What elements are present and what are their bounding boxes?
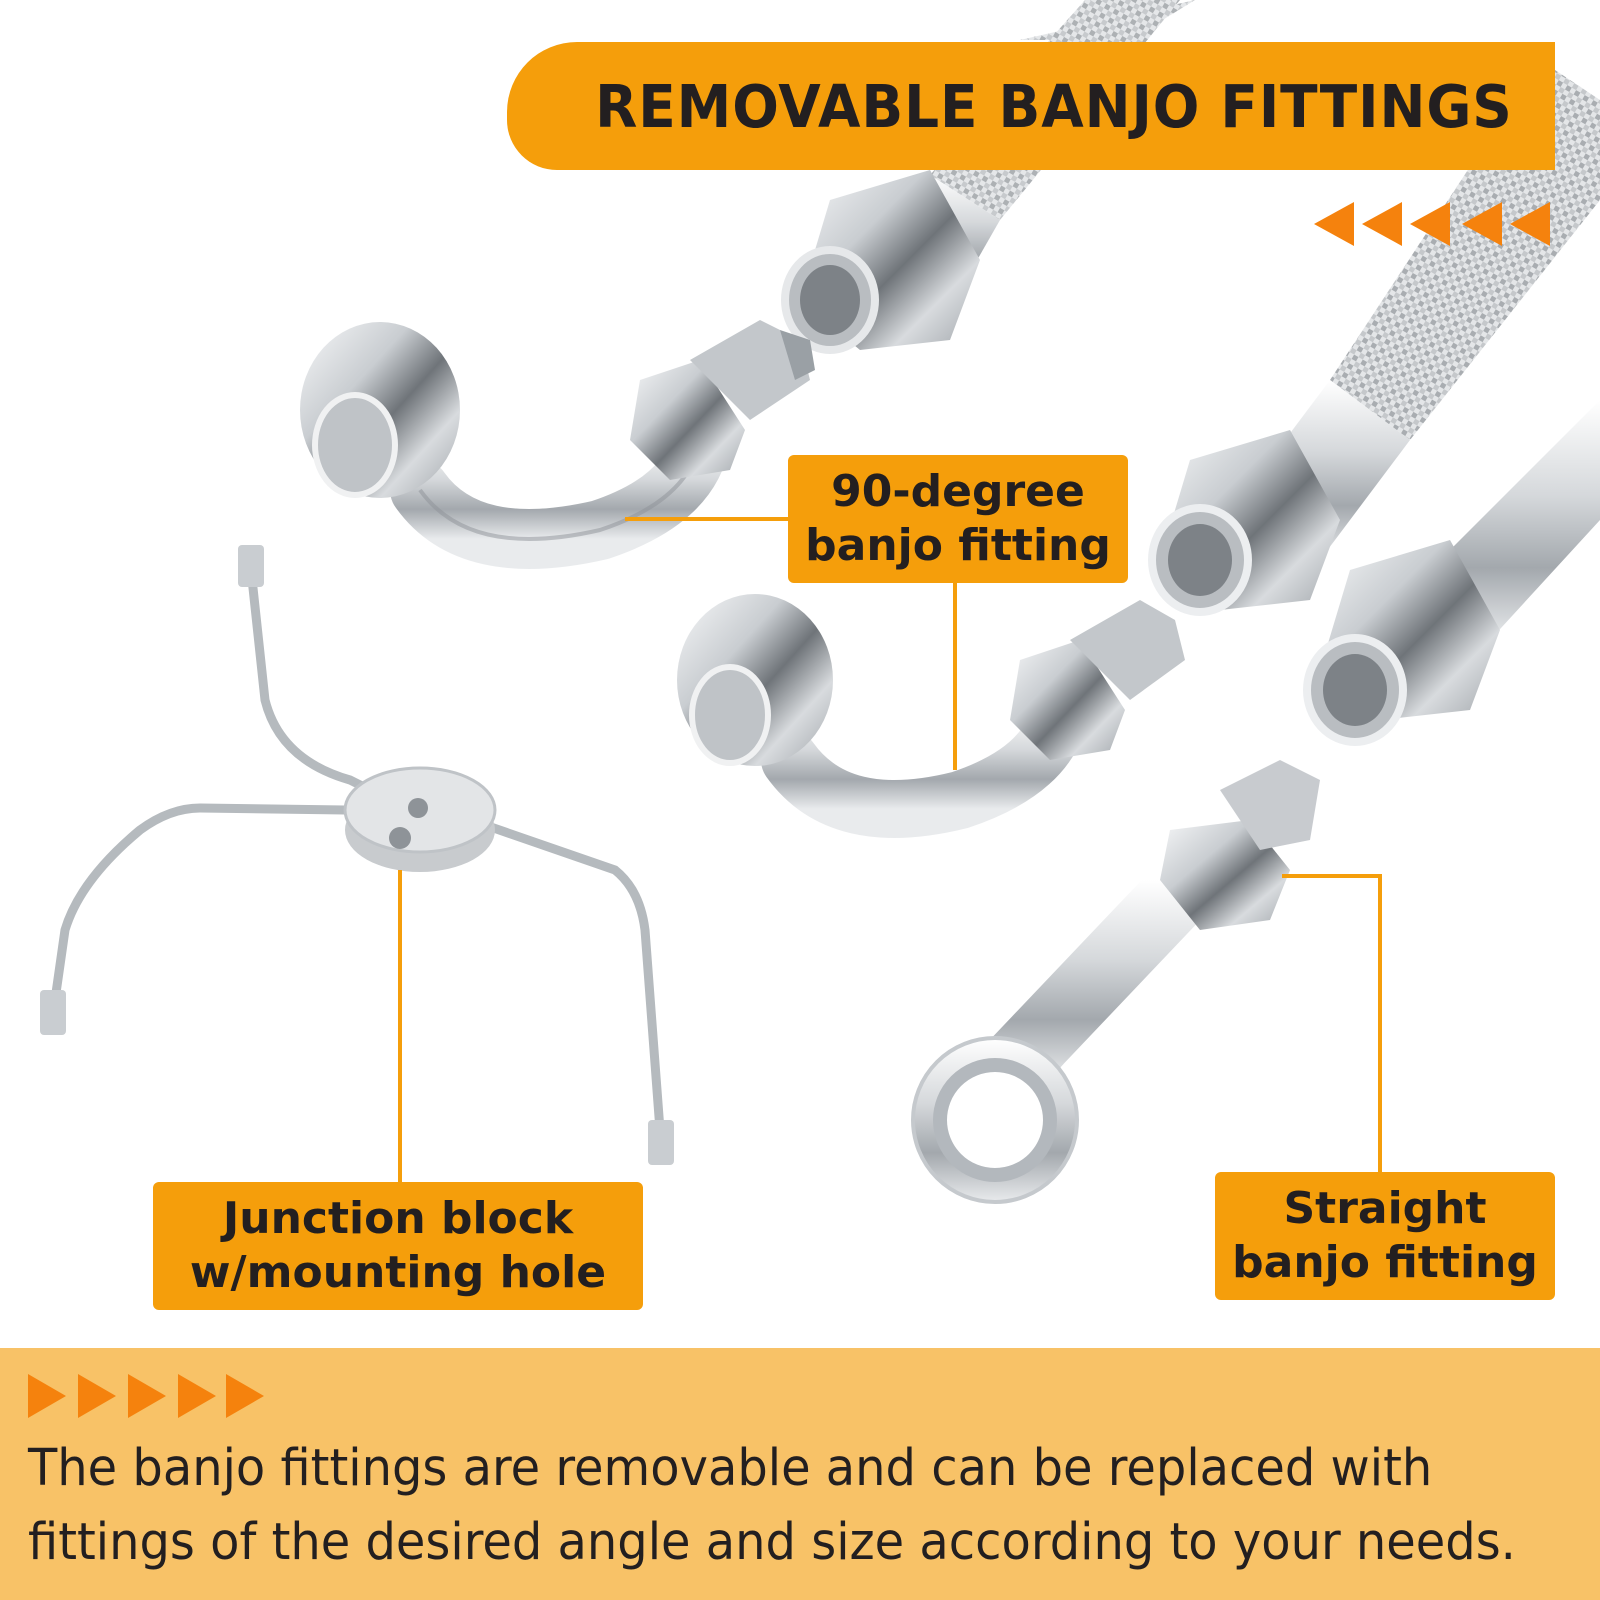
callout-straight-banjo: Straight banjo fitting bbox=[1215, 1172, 1555, 1300]
right-arrows-group bbox=[28, 1374, 268, 1418]
description-line1: The banjo fittings are removable and can… bbox=[28, 1439, 1433, 1498]
female-nut-2 bbox=[1148, 430, 1340, 616]
left-arrows-icon bbox=[1314, 202, 1550, 246]
callout-junction-line2: w/mounting hole bbox=[189, 1247, 607, 1298]
banjo-90-middle bbox=[677, 594, 1185, 838]
banjo-straight bbox=[911, 760, 1320, 1204]
callout-90-degree-line2: banjo fitting bbox=[805, 520, 1111, 571]
callout-straight-line2: banjo fitting bbox=[1232, 1237, 1538, 1288]
right-arrows-icon bbox=[28, 1374, 264, 1418]
page-title: REMOVABLE BANJO FITTINGS bbox=[595, 71, 1513, 141]
banjo-90-top bbox=[300, 320, 815, 569]
description-text: The banjo fittings are removable and can… bbox=[28, 1432, 1516, 1580]
callout-junction-line1: Junction block bbox=[222, 1193, 574, 1244]
junction-disc bbox=[343, 766, 497, 872]
description-line2: fittings of the desired angle and size a… bbox=[28, 1513, 1516, 1572]
junction-fittings bbox=[40, 545, 674, 1165]
callout-straight-line1: Straight bbox=[1283, 1183, 1487, 1234]
junction-block bbox=[50, 555, 665, 1135]
description-panel bbox=[0, 1348, 1600, 1600]
title-banner: REMOVABLE BANJO FITTINGS bbox=[507, 42, 1555, 170]
female-nut-3 bbox=[1303, 540, 1500, 746]
left-arrows-group bbox=[1314, 202, 1564, 246]
callout-90-degree-line1: 90-degree bbox=[831, 466, 1085, 517]
callout-90-degree-banjo: 90-degree banjo fitting bbox=[788, 455, 1128, 583]
callout-junction-block: Junction block w/mounting hole bbox=[153, 1182, 643, 1310]
leader-lines bbox=[398, 517, 1382, 1182]
female-nut-1 bbox=[781, 170, 980, 354]
